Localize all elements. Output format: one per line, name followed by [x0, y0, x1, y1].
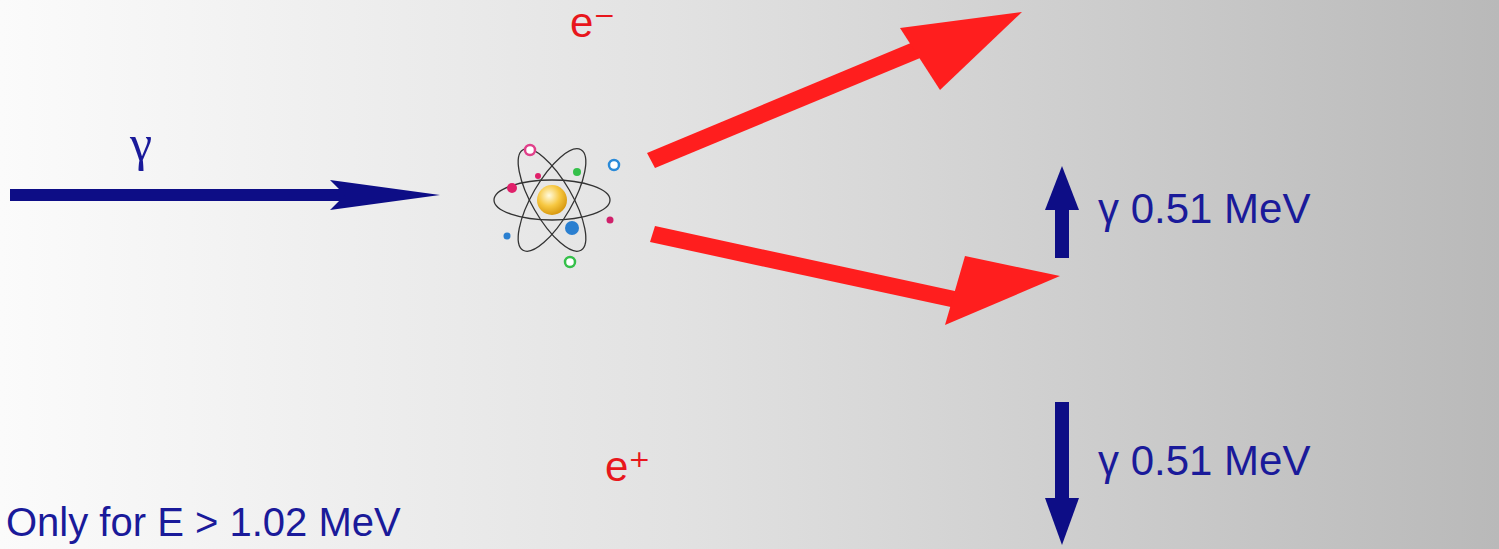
photon-arrow [10, 180, 440, 210]
particle-label: e⁺ [605, 446, 651, 488]
electron-arrow [647, 12, 1022, 168]
atom-symbol [494, 140, 619, 267]
photon-energy-label: γ 0.51 MeV [1098, 188, 1310, 230]
positron-arrow [650, 226, 1060, 325]
photon-energy-label: γ 0.51 MeV [1098, 440, 1310, 482]
annihilation-photon-up [1045, 166, 1079, 258]
threshold-note: Only for E > 1.02 MeV [6, 502, 401, 542]
particle-label: e⁻ [570, 2, 616, 44]
annihilation-photon-down [1045, 402, 1079, 545]
photon-symbol: γ [130, 118, 152, 168]
